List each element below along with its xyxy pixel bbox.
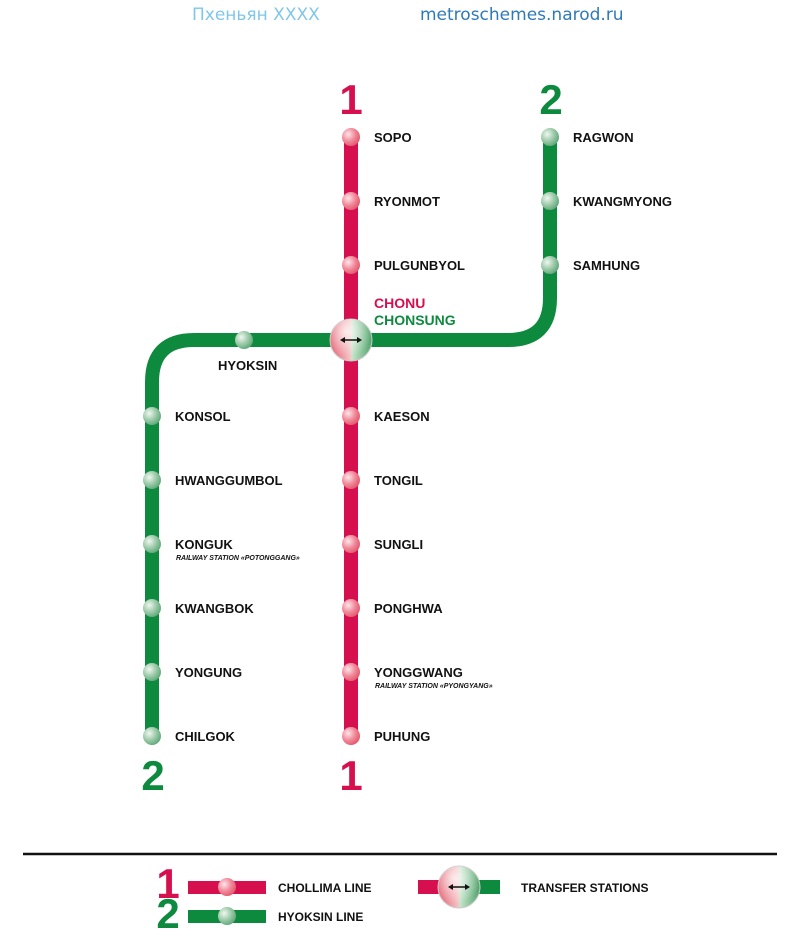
station-dot-yonggwang[interactable] bbox=[342, 663, 360, 681]
legend-line2-number: 2 bbox=[156, 890, 179, 937]
legend-line1-number: 1 bbox=[156, 860, 179, 907]
station-note-konguk: RAILWAY STATION «POTONGGANG» bbox=[176, 555, 300, 562]
station-dot-pulgunbyol[interactable] bbox=[342, 256, 360, 274]
station-dot-puhung[interactable] bbox=[342, 727, 360, 745]
legend: 1 CHOLLIMA LINE 2 HYOKSIN LINE TRANSFER … bbox=[156, 860, 648, 937]
station-dot-konsol[interactable] bbox=[143, 407, 161, 425]
station-label-ponghwa[interactable]: PONGHWA bbox=[374, 601, 443, 616]
station-dot-tongil[interactable] bbox=[342, 471, 360, 489]
station-label-kwangmyong[interactable]: KWANGMYONG bbox=[573, 194, 672, 209]
station-label-konguk[interactable]: KONGUK bbox=[175, 537, 233, 552]
station-dot-kaeson[interactable] bbox=[342, 407, 360, 425]
line2-number-top: 2 bbox=[539, 76, 562, 123]
station-dot-ragwon[interactable] bbox=[541, 128, 559, 146]
station-label-tongil[interactable]: TONGIL bbox=[374, 473, 423, 488]
legend-line2-station-icon bbox=[218, 907, 236, 925]
station-dot-yongung[interactable] bbox=[143, 663, 161, 681]
station-label-kaeson[interactable]: KAESON bbox=[374, 409, 430, 424]
transfer-station-chonu-chonsung[interactable] bbox=[329, 318, 373, 362]
station-dot-hyoksin[interactable] bbox=[235, 331, 253, 349]
legend-transfer-label: TRANSFER STATIONS bbox=[521, 881, 649, 895]
station-dot-hwanggumbol[interactable] bbox=[143, 471, 161, 489]
line2-number-bottom: 2 bbox=[141, 752, 164, 799]
transfer-label-chonu[interactable]: CHONU bbox=[374, 295, 425, 311]
station-dot-kwangmyong[interactable] bbox=[541, 192, 559, 210]
station-label-hyoksin[interactable]: HYOKSIN bbox=[218, 358, 277, 373]
station-label-ragwon[interactable]: RAGWON bbox=[573, 130, 634, 145]
station-label-hwanggumbol[interactable]: HWANGGUMBOL bbox=[175, 473, 283, 488]
transfer-label-chonsung[interactable]: CHONSUNG bbox=[374, 312, 456, 328]
station-dot-chilgok[interactable] bbox=[143, 727, 161, 745]
header-url[interactable]: metroschemes.narod.ru bbox=[420, 5, 624, 25]
legend-line1-label: CHOLLIMA LINE bbox=[278, 881, 372, 895]
station-note-yonggwang: RAILWAY STATION «PYONGYANG» bbox=[375, 683, 493, 690]
station-label-puhung[interactable]: PUHUNG bbox=[374, 729, 430, 744]
station-label-samhung[interactable]: SAMHUNG bbox=[573, 258, 640, 273]
station-dot-sopo[interactable] bbox=[342, 128, 360, 146]
station-label-pulgunbyol[interactable]: PULGUNBYOL bbox=[374, 258, 465, 273]
station-label-konsol[interactable]: KONSOL bbox=[175, 409, 231, 424]
legend-line1-station-icon bbox=[218, 878, 236, 896]
station-label-yongung[interactable]: YONGUNG bbox=[175, 665, 242, 680]
station-label-ryonmot[interactable]: RYONMOT bbox=[374, 194, 440, 209]
station-label-yonggwang[interactable]: YONGGWANG bbox=[374, 665, 463, 680]
station-label-sopo[interactable]: SOPO bbox=[374, 130, 412, 145]
legend-transfer-icon bbox=[437, 865, 481, 909]
station-dot-konguk[interactable] bbox=[143, 535, 161, 553]
station-dot-sungli[interactable] bbox=[342, 535, 360, 553]
station-label-chilgok[interactable]: CHILGOK bbox=[175, 729, 236, 744]
legend-line2-label: HYOKSIN LINE bbox=[278, 910, 363, 924]
station-label-kwangbok[interactable]: KWANGBOK bbox=[175, 601, 254, 616]
header-title: Пхеньян XXXX bbox=[192, 5, 320, 25]
line1-number-bottom: 1 bbox=[339, 752, 362, 799]
station-dot-samhung[interactable] bbox=[541, 256, 559, 274]
station-dot-ryonmot[interactable] bbox=[342, 192, 360, 210]
station-label-sungli[interactable]: SUNGLI bbox=[374, 537, 423, 552]
double-arrow-icon bbox=[340, 337, 362, 343]
line1-number-top: 1 bbox=[339, 76, 362, 123]
station-dot-kwangbok[interactable] bbox=[143, 599, 161, 617]
station-dot-ponghwa[interactable] bbox=[342, 599, 360, 617]
